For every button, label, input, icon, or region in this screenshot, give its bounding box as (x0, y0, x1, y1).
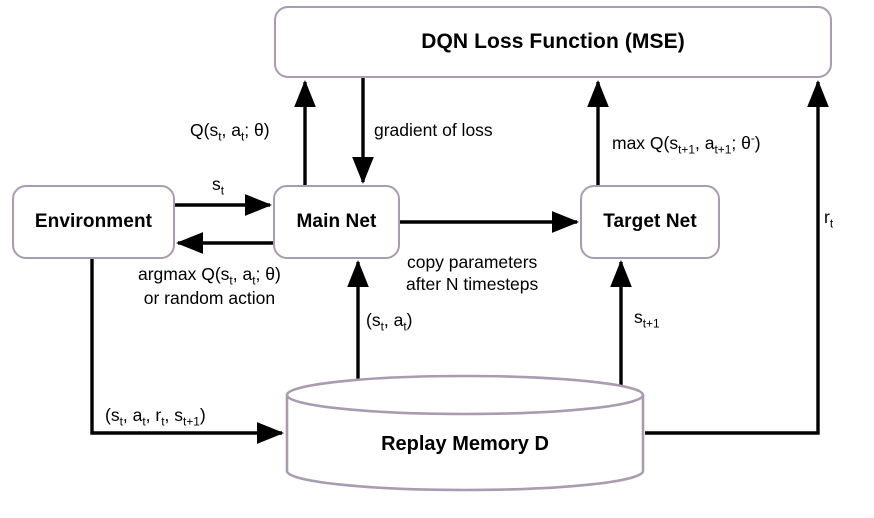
node-label-main-net: Main Net (296, 211, 377, 232)
edge-label-next-state: st+1 (634, 307, 660, 331)
edge-label-state-action: (st, at) (366, 310, 413, 334)
edge-label-q-main: Q(st, at; θ) (190, 120, 270, 144)
edge-label-max-q-target: max Q(st+1, at+1; θ-) (612, 131, 761, 157)
node-label-target-net: Target Net (603, 211, 697, 232)
edge-label-copy-parameters: copy parameters after N timesteps (406, 252, 539, 294)
node-dqn-loss-function[interactable]: DQN Loss Function (MSE) (274, 6, 832, 78)
edge-env-to-memory (90, 259, 285, 444)
node-label-replay-memory: Replay Memory D (381, 432, 549, 455)
edge-memory-to-loss-reward (645, 79, 829, 435)
node-target-net[interactable]: Target Net (580, 185, 720, 259)
edge-label-argmax-action: argmax Q(st, at; θ) or random action (138, 264, 281, 309)
node-label-loss: DQN Loss Function (MSE) (421, 30, 685, 53)
edge-label-state: st (212, 174, 225, 198)
node-environment[interactable]: Environment (12, 185, 175, 259)
cylinder-shape (285, 374, 645, 492)
edge-label-reward: rt (824, 207, 834, 231)
edge-label-transition: (st, at, rt, st+1) (105, 405, 206, 429)
node-main-net[interactable]: Main Net (273, 185, 400, 259)
node-label-environment: Environment (34, 211, 153, 232)
edge-label-gradient: gradient of loss (374, 120, 493, 140)
node-replay-memory[interactable]: Replay Memory D (285, 374, 645, 492)
